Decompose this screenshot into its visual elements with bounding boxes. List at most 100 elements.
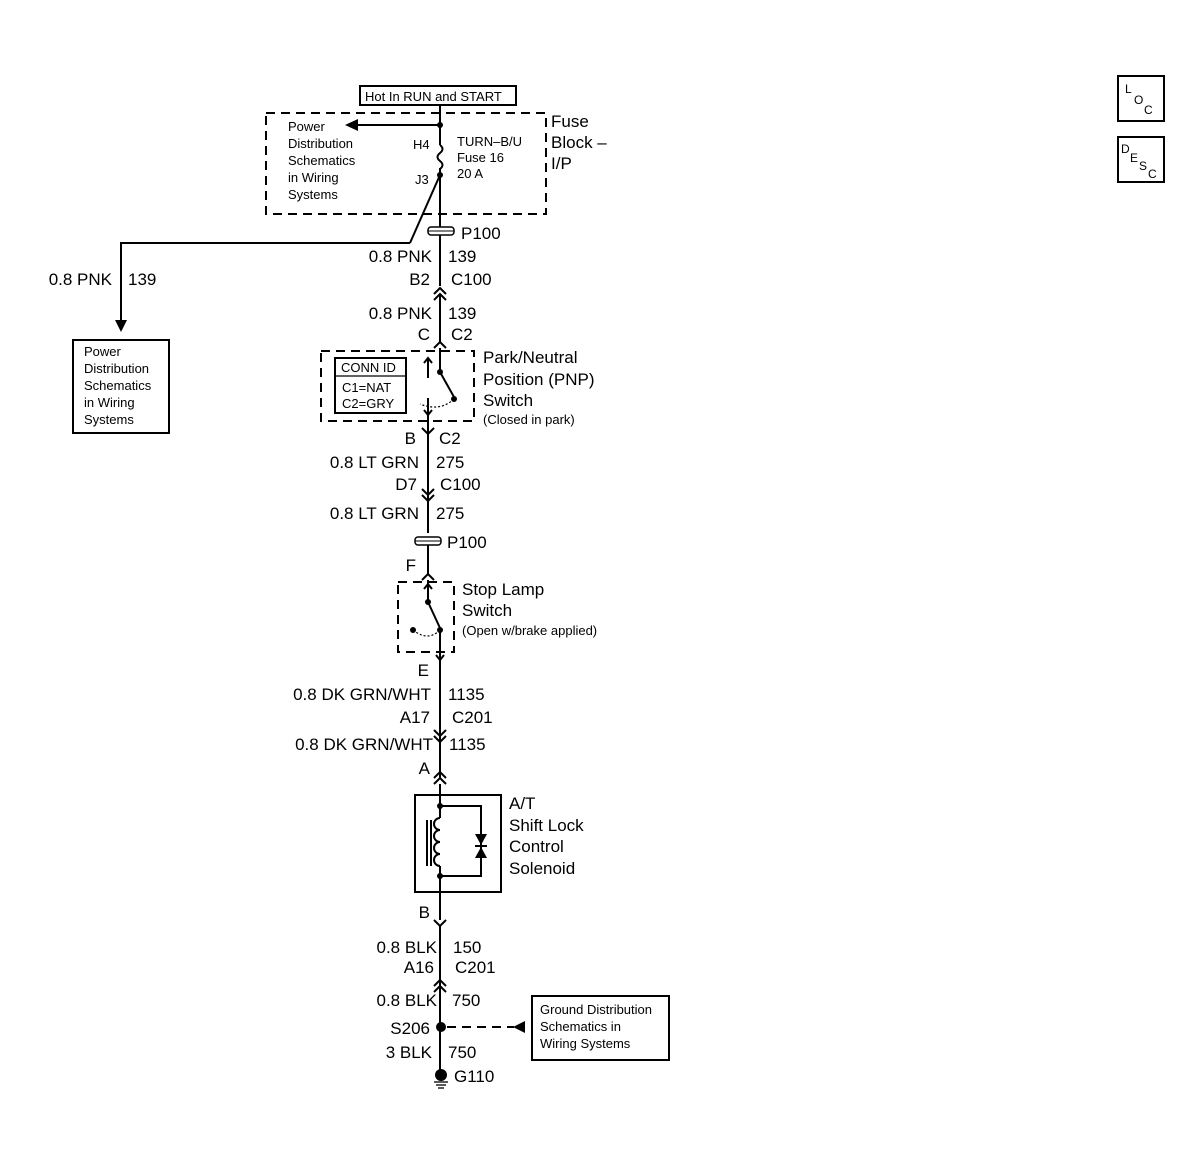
- diagram-label: C201: [455, 958, 496, 977]
- loc-letter-l: L: [1125, 82, 1132, 96]
- connector-icon: [433, 919, 447, 928]
- loc-button[interactable]: L O C: [1117, 75, 1165, 122]
- shift-lock-solenoid: A/T Shift Lock Control Solenoid B: [414, 784, 584, 928]
- segment-5: 0.8 DK GRN/WHT 1135 A17 C201 0.8 DK GRN/…: [293, 660, 493, 785]
- pnp-title: Park/Neutral: [483, 348, 577, 367]
- diagram-label: C100: [440, 475, 481, 494]
- diagram-label: Control: [509, 837, 564, 856]
- connector-icon: [433, 729, 447, 744]
- diagram-label: 1135: [449, 735, 486, 754]
- diagram-label: 750: [448, 1043, 476, 1062]
- diagram-label: P100: [461, 224, 501, 243]
- diagram-label: C1=NAT: [342, 380, 391, 395]
- pnp-note: (Closed in park): [483, 412, 575, 427]
- fuse-number: Fuse 16: [457, 150, 504, 165]
- pnp-switch: CONN ID C1=NAT C2=GRY Park/Neutral Posit…: [320, 348, 594, 440]
- arrow-down-icon: [115, 320, 127, 332]
- diagram-label: Block –: [551, 133, 607, 152]
- diagram-label: C2=GRY: [342, 396, 394, 411]
- left-branch: 0.8 PNK 139 Power Distribution Schematic…: [49, 242, 410, 434]
- segment-1: P100 0.8 PNK 139 B2 C100 0.8 PNK 139 C C…: [369, 224, 501, 349]
- connector-icon: [433, 770, 447, 785]
- diagram-label: Position (PNP): [483, 370, 594, 389]
- conn-id-title: CONN ID: [341, 360, 396, 375]
- loc-letter-o: O: [1134, 93, 1143, 107]
- diagram-label: Systems: [84, 412, 134, 427]
- diagram-label: in Wiring: [288, 170, 339, 185]
- diagram-label: Power: [288, 119, 326, 134]
- desc-letter-d: D: [1121, 142, 1130, 156]
- diagram-label: Schematics: [288, 153, 356, 168]
- diagram-label: B2: [409, 270, 430, 289]
- power-source-text: Hot In RUN and START: [365, 89, 502, 104]
- diagram-label: 0.8 DK GRN/WHT: [293, 685, 431, 704]
- fuse-block-title: Fuse: [551, 112, 589, 131]
- diagram-label: 139: [448, 247, 476, 266]
- desc-letter-e: E: [1130, 151, 1138, 165]
- diagram-label: Distribution: [288, 136, 353, 151]
- wire-color-label: 0.8 PNK: [49, 270, 113, 289]
- diagram-label: 0.8 DK GRN/WHT: [295, 735, 433, 754]
- diagram-label: Power: [84, 344, 122, 359]
- loc-letter-c: C: [1144, 103, 1153, 117]
- ground-ref-text: Ground Distribution: [540, 1002, 652, 1017]
- diagram-label: 750: [452, 991, 480, 1010]
- diagram-label: Distribution: [84, 361, 149, 376]
- connector-icon: [433, 978, 447, 993]
- segment-3: B C2 0.8 LT GRN 275 D7 C100 0.8 LT GRN 2…: [330, 427, 487, 581]
- diagram-label: F: [406, 556, 416, 575]
- diagram-label: 275: [436, 504, 464, 523]
- diagram-label: C201: [452, 708, 493, 727]
- diagram-label: E: [418, 661, 429, 680]
- diagram-label: Schematics in: [540, 1019, 621, 1034]
- diagram-label: D7: [395, 475, 417, 494]
- arrow-left-icon: [513, 1021, 525, 1033]
- pin-j3: J3: [415, 172, 429, 187]
- stop-lamp-title: Stop Lamp: [462, 580, 544, 599]
- diagram-label: C2: [439, 429, 461, 448]
- circuit-number: 139: [128, 270, 156, 289]
- diagram-label: A: [419, 759, 431, 778]
- diagram-label: 150: [453, 938, 481, 957]
- diagram-label: 1135: [448, 685, 485, 704]
- ground-label: G110: [454, 1067, 494, 1086]
- diagram-label: 139: [448, 304, 476, 323]
- connector-icon: [421, 488, 435, 503]
- diagram-label: in Wiring: [84, 395, 135, 410]
- diode-icon: [475, 834, 487, 845]
- splice-icon: [436, 1022, 446, 1032]
- diagram-label: Systems: [288, 187, 338, 202]
- fuse-icon: [436, 144, 444, 170]
- diagram-label: Shift Lock: [509, 816, 584, 835]
- diagram-label: B: [419, 903, 430, 922]
- connector-icon: [421, 572, 435, 581]
- diagram-label: Switch: [462, 601, 512, 620]
- diagram-label: 0.8 LT GRN: [330, 504, 419, 523]
- stop-lamp-switch: Stop Lamp Switch (Open w/brake applied) …: [397, 580, 597, 680]
- ground-icon: [435, 1069, 447, 1081]
- diagram-label: Schematics: [84, 378, 152, 393]
- diagram-label: A16: [404, 958, 434, 977]
- diagram-label: 275: [436, 453, 464, 472]
- diagram-label: 0.8 BLK: [377, 938, 438, 957]
- diagram-label: 0.8 LT GRN: [330, 453, 419, 472]
- diagram-label: B: [405, 429, 416, 448]
- desc-button[interactable]: D E S C: [1117, 136, 1165, 183]
- diagram-label: 0.8 PNK: [369, 304, 433, 323]
- power-source-label: Hot In RUN and START: [359, 85, 517, 106]
- solenoid-title: A/T: [509, 794, 535, 813]
- coil-icon: [433, 817, 441, 867]
- fuse-block: Power Distribution Schematics in Wiring …: [265, 105, 607, 244]
- diagram-label: 0.8 BLK: [377, 991, 438, 1010]
- stop-lamp-note: (Open w/brake applied): [462, 623, 597, 638]
- pin-h4: H4: [413, 137, 430, 152]
- splice-label: S206: [390, 1019, 430, 1038]
- desc-letter-c: C: [1148, 167, 1157, 181]
- desc-letter-s: S: [1139, 159, 1147, 173]
- diagram-label: P100: [447, 533, 487, 552]
- ground-segment: 0.8 BLK 150 A16 C201 0.8 BLK 750 S206 Gr…: [377, 926, 670, 1089]
- diagram-label: Solenoid: [509, 859, 575, 878]
- diagram-label: C2: [451, 325, 473, 344]
- fuse-rating: 20 A: [457, 166, 483, 181]
